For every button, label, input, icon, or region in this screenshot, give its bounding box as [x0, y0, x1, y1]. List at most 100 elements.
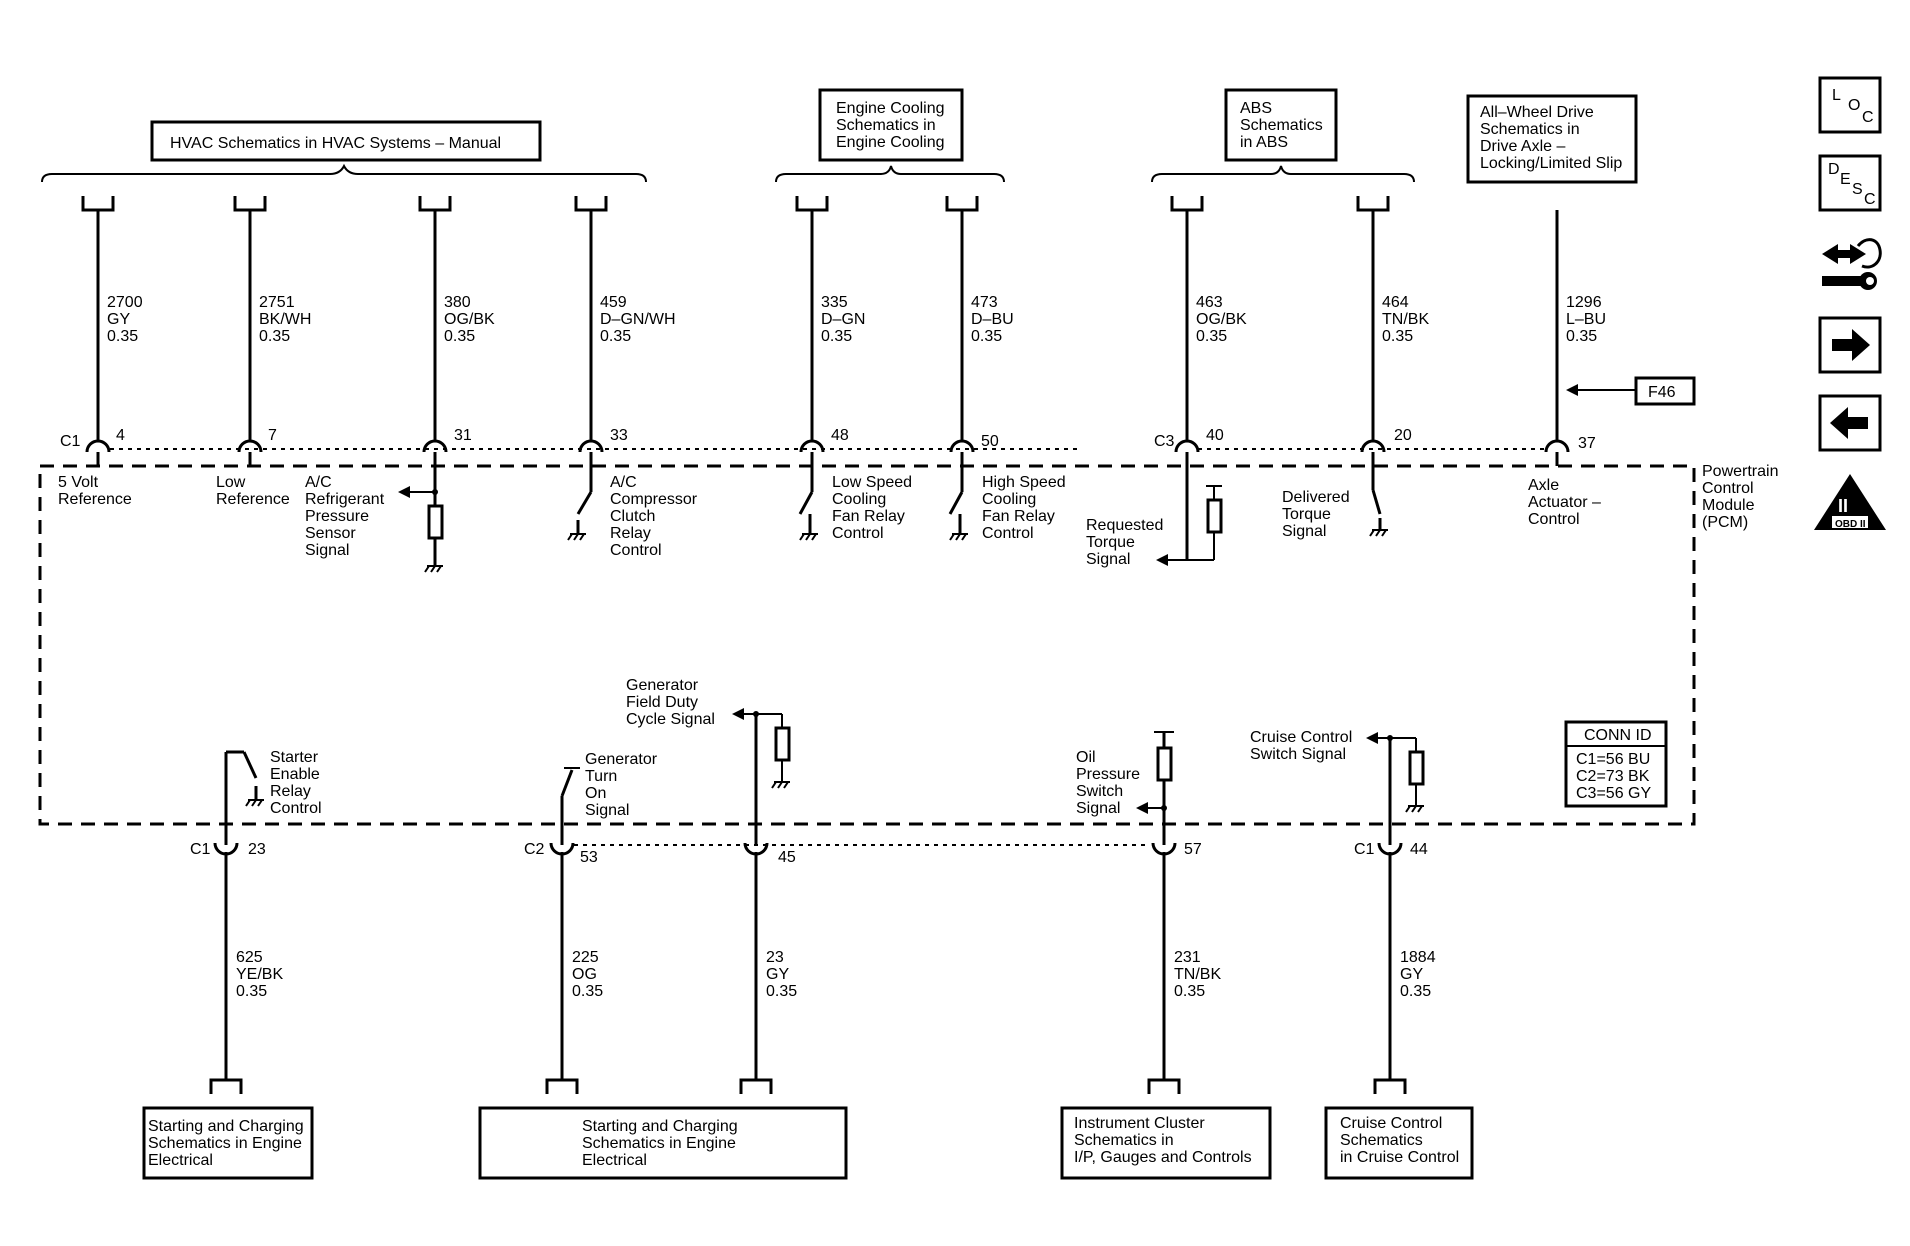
- top-internal-stubs: [96, 452, 252, 466]
- svg-text:D–GN: D–GN: [821, 311, 865, 328]
- svg-text:ABS: ABS: [1240, 100, 1272, 117]
- ref-box-engine-cooling[interactable]: Engine Cooling Schematics in Engine Cool…: [818, 88, 964, 162]
- ref-box-cruise-control[interactable]: Cruise Control Schematics in Cruise Cont…: [1324, 1106, 1474, 1180]
- svg-text:L–BU: L–BU: [1566, 311, 1606, 328]
- svg-text:Starting and Charging: Starting and Charging: [582, 1118, 738, 1135]
- svg-text:Schematics in: Schematics in: [1480, 121, 1580, 138]
- ref-box-hvac[interactable]: HVAC Schematics in HVAC Systems – Manual: [150, 120, 542, 162]
- svg-text:Instrument Cluster: Instrument Cluster: [1074, 1115, 1205, 1132]
- svg-text:C2: C2: [524, 841, 545, 858]
- svg-text:Cooling: Cooling: [982, 491, 1036, 508]
- svg-text:Cruise Control: Cruise Control: [1340, 1115, 1442, 1132]
- svg-text:Powertrain: Powertrain: [1702, 463, 1778, 480]
- wire-label-2751: 2751 BK/WH 0.35: [259, 294, 311, 345]
- svg-text:Refrigerant: Refrigerant: [305, 491, 385, 508]
- delivered-torque-circuit: [1369, 452, 1388, 537]
- svg-text:0.35: 0.35: [444, 328, 475, 345]
- svg-text:Locking/Limited Slip: Locking/Limited Slip: [1480, 155, 1622, 172]
- svg-text:23: 23: [248, 841, 266, 858]
- label-low-reference: Low Reference: [216, 474, 290, 508]
- ref-box-abs[interactable]: ABS Schematics in ABS: [1224, 88, 1338, 162]
- label-low-speed-fan: Low Speed Cooling Fan Relay Control: [832, 474, 912, 542]
- svg-text:0.35: 0.35: [572, 983, 603, 1000]
- svg-text:0.35: 0.35: [971, 328, 1002, 345]
- ref-box-starting-charging-2[interactable]: Starting and Charging Schematics in Engi…: [478, 1106, 848, 1180]
- arrow-left-icon[interactable]: [1818, 394, 1882, 452]
- svg-text:380: 380: [444, 294, 471, 311]
- top-wires: [96, 210, 1559, 440]
- svg-text:Compressor: Compressor: [610, 491, 698, 508]
- wire-label-335: 335 D–GN 0.35: [821, 294, 865, 345]
- cruise-control-switch-circuit: [1366, 732, 1425, 845]
- svg-text:50: 50: [981, 433, 999, 450]
- svg-text:Field Duty: Field Duty: [626, 694, 698, 711]
- ref-box-instrument-cluster[interactable]: Instrument Cluster Schematics in I/P, Ga…: [1060, 1106, 1272, 1180]
- svg-text:BK/WH: BK/WH: [259, 311, 311, 328]
- svg-text:Cycle Signal: Cycle Signal: [626, 711, 715, 728]
- svg-text:Control: Control: [1702, 480, 1754, 497]
- svg-text:Fan Relay: Fan Relay: [982, 508, 1055, 525]
- wire-label-380: 380 OG/BK 0.35: [444, 294, 495, 345]
- svg-text:Signal: Signal: [1282, 523, 1326, 540]
- label-5v-reference: 5 Volt Reference: [58, 474, 132, 508]
- svg-text:Torque: Torque: [1282, 506, 1331, 523]
- svg-text:0.35: 0.35: [1566, 328, 1597, 345]
- svg-text:O: O: [1848, 97, 1860, 114]
- svg-text:5 Volt: 5 Volt: [58, 474, 99, 491]
- label-generator-field-duty: Generator Field Duty Cycle Signal: [626, 677, 715, 728]
- svg-text:Low Speed: Low Speed: [832, 474, 912, 491]
- starter-enable-relay-circuit: [224, 750, 264, 845]
- ref-box-starting-charging-1[interactable]: Starting and Charging Schematics in Engi…: [142, 1106, 314, 1180]
- svg-text:0.35: 0.35: [1382, 328, 1413, 345]
- loc-icon[interactable]: L O C: [1818, 76, 1882, 134]
- svg-text:Axle: Axle: [1528, 477, 1559, 494]
- svg-text:1884: 1884: [1400, 949, 1436, 966]
- svg-text:C: C: [1864, 191, 1876, 208]
- svg-text:E: E: [1840, 171, 1851, 188]
- svg-text:Pressure: Pressure: [1076, 766, 1140, 783]
- svg-text:44: 44: [1410, 841, 1428, 858]
- svg-text:Clutch: Clutch: [610, 508, 655, 525]
- svg-text:23: 23: [766, 949, 784, 966]
- wire-label-459: 459 D–GN/WH 0.35: [600, 294, 676, 345]
- svg-text:Switch Signal: Switch Signal: [1250, 746, 1346, 763]
- f46-ref-arrow[interactable]: F46: [1566, 376, 1696, 406]
- svg-text:0.35: 0.35: [766, 983, 797, 1000]
- svg-text:0.35: 0.35: [821, 328, 852, 345]
- svg-text:Relay: Relay: [610, 525, 651, 542]
- wire-label-225: 225 OG 0.35: [572, 949, 603, 1000]
- svg-text:Requested: Requested: [1086, 517, 1163, 534]
- svg-text:0.35: 0.35: [236, 983, 267, 1000]
- svg-text:0.35: 0.35: [107, 328, 138, 345]
- svg-text:in Cruise Control: in Cruise Control: [1340, 1149, 1459, 1166]
- desc-icon[interactable]: D E S C: [1818, 154, 1882, 212]
- low-speed-fan-relay-circuit: [798, 452, 818, 541]
- obd-ii-icon[interactable]: II OBD II: [1814, 474, 1886, 530]
- svg-text:Starter: Starter: [270, 749, 319, 766]
- bottom-pin-labels: C1 23 C2 53 45 57 C1 44: [190, 841, 1428, 866]
- wire-label-1884: 1884 GY 0.35: [1400, 949, 1436, 1000]
- svg-text:High Speed: High Speed: [982, 474, 1066, 491]
- arrows-wrench-icon[interactable]: [1822, 238, 1882, 290]
- svg-text:A/C: A/C: [305, 474, 332, 491]
- wire-label-473: 473 D–BU 0.35: [971, 294, 1014, 345]
- label-requested-torque: Requested Torque Signal: [1086, 517, 1163, 568]
- svg-text:Delivered: Delivered: [1282, 489, 1350, 506]
- svg-text:Sensor: Sensor: [305, 525, 356, 542]
- ref-box-awd[interactable]: All–Wheel Drive Schematics in Drive Axle…: [1466, 94, 1638, 184]
- wire-label-2700: 2700 GY 0.35: [107, 294, 143, 345]
- svg-text:57: 57: [1184, 841, 1202, 858]
- svg-text:HVAC Schematics in HVAC System: HVAC Schematics in HVAC Systems – Manual: [170, 135, 501, 152]
- svg-text:53: 53: [580, 849, 598, 866]
- brace-hvac: [41, 163, 647, 183]
- svg-text:231: 231: [1174, 949, 1201, 966]
- svg-text:4: 4: [116, 427, 125, 444]
- top-connector-row: [85, 439, 1570, 453]
- svg-text:Schematics in: Schematics in: [1074, 1132, 1174, 1149]
- svg-text:Control: Control: [1528, 511, 1580, 528]
- svg-text:TN/BK: TN/BK: [1174, 966, 1221, 983]
- arrow-right-icon[interactable]: [1818, 316, 1882, 374]
- generator-turn-on-circuit: [560, 767, 580, 845]
- svg-text:Torque: Torque: [1086, 534, 1135, 551]
